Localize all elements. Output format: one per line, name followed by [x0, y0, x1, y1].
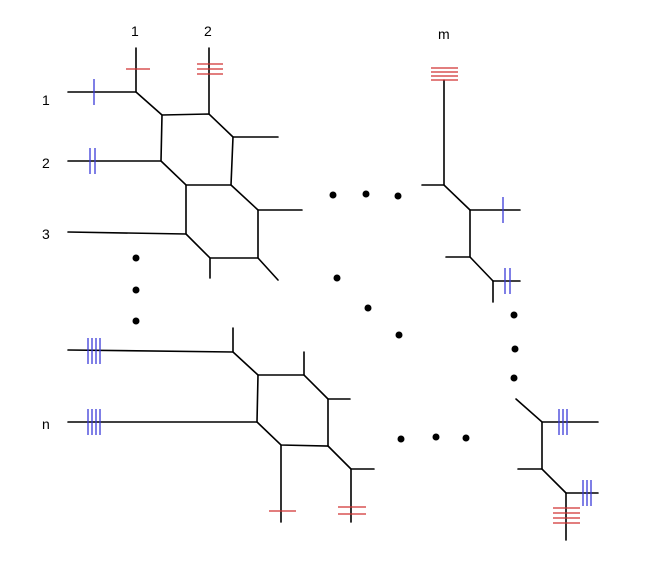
- upper-right-component: [421, 79, 521, 303]
- dot: [510, 374, 518, 382]
- dot: [462, 434, 470, 442]
- dot: [132, 317, 140, 325]
- edge: [445, 256, 494, 282]
- edge: [327, 445, 352, 523]
- dot: [395, 331, 403, 339]
- column-label-m: m: [438, 26, 450, 42]
- dot: [333, 274, 341, 282]
- hexagon-cell: [256, 374, 329, 447]
- hexagon-cell: [185, 184, 259, 259]
- edge: [67, 349, 234, 353]
- edge-row3: [67, 231, 187, 235]
- lower-right-component: [515, 398, 599, 541]
- edge: [517, 468, 567, 494]
- row-label-n: n: [42, 416, 50, 432]
- edge-row1: [67, 47, 137, 93]
- row-label-1: 1: [42, 92, 50, 108]
- edge: [135, 91, 163, 116]
- hexagon-cell: [160, 113, 234, 186]
- dot: [132, 254, 140, 262]
- column-label-2: 2: [204, 23, 212, 39]
- edge: [421, 184, 471, 211]
- dot: [394, 192, 402, 200]
- edge: [257, 257, 279, 281]
- edge: [232, 327, 259, 376]
- lower-left-component: [67, 327, 375, 523]
- dot: [364, 304, 372, 312]
- column-label-1: 1: [131, 23, 139, 39]
- dot: [362, 190, 370, 198]
- dot: [132, 286, 140, 294]
- row-label-3: 3: [42, 226, 50, 242]
- dot: [432, 433, 440, 441]
- dot: [397, 435, 405, 443]
- dot: [510, 311, 518, 319]
- ellipsis-dots: [132, 190, 519, 443]
- red-tick-marks: [126, 63, 580, 524]
- upper-left-component: [67, 47, 303, 281]
- row-label-2: 2: [42, 155, 50, 171]
- dot: [511, 345, 519, 353]
- dot: [329, 191, 337, 199]
- edge: [515, 398, 599, 423]
- blue-tick-marks: [87, 79, 592, 506]
